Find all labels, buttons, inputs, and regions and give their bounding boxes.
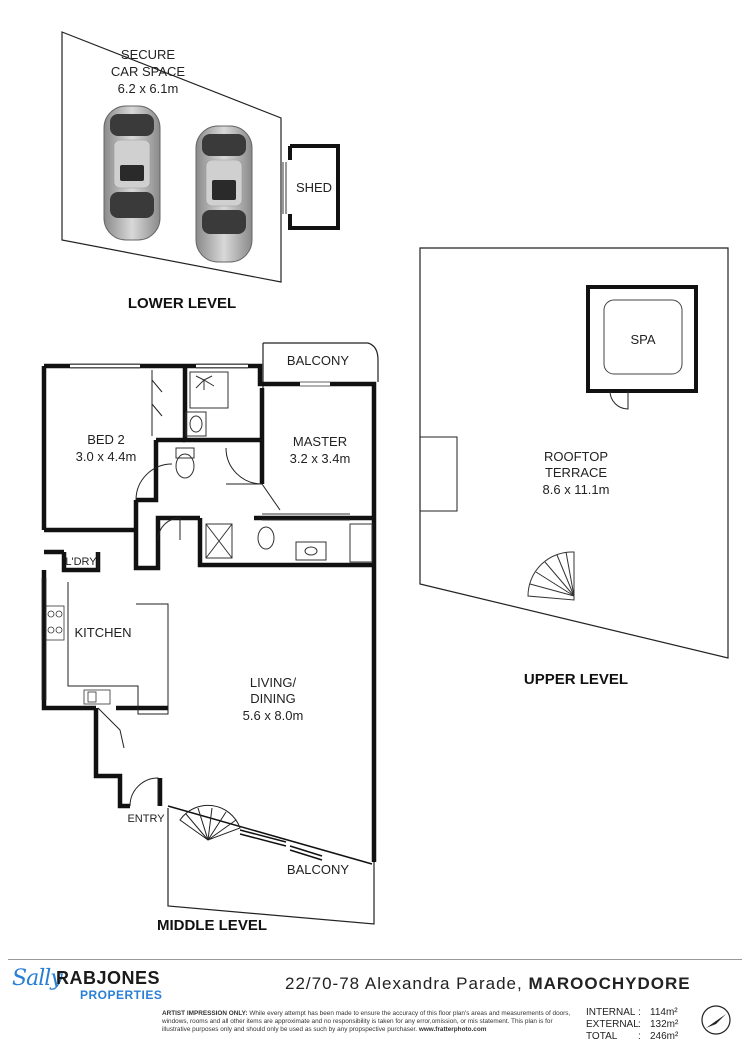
terrace-label: ROOFTOP <box>544 449 608 464</box>
website: www.fratterphoto.com <box>418 1026 487 1033</box>
lower-level-title: LOWER LEVEL <box>128 295 236 312</box>
car-space-outline <box>61 31 282 283</box>
master-size: 3.2 x 3.4m <box>290 451 351 466</box>
terrace-label-2: TERRACE <box>545 465 607 480</box>
balcony-top-label: BALCONY <box>287 353 349 368</box>
car-icon <box>195 125 253 263</box>
balcony-sliding-door <box>167 805 373 865</box>
area-row: TOTAL: 246m² <box>586 1031 679 1042</box>
car-space-label-2: CAR SPACE <box>111 64 185 79</box>
shed-label: SHED <box>296 180 332 195</box>
entry-label: ENTRY <box>127 813 165 825</box>
kitchen-island <box>67 582 169 715</box>
window-lines <box>70 363 330 387</box>
car-icon <box>103 105 161 241</box>
suburb: MAROOCHYDORE <box>528 974 691 993</box>
balcony-top-outline <box>262 342 379 388</box>
car-space-size: 6.2 x 6.1m <box>118 81 179 96</box>
upper-level: SPA ROOFTOP TERRACE 8.6 x 11.1m UPPER LE… <box>419 247 729 688</box>
bathroom-fixtures <box>175 371 373 563</box>
cooktop-icon <box>45 605 65 641</box>
area-row: INTERNAL: 114m² <box>586 1007 678 1018</box>
balcony-bottom-label: BALCONY <box>287 862 349 877</box>
car-space-label: SECURE <box>121 47 176 62</box>
sliding-door <box>41 513 350 640</box>
upper-level-title: UPPER LEVEL <box>524 671 628 688</box>
disclaimer-lead: ARTIST IMPRESSION ONLY: <box>162 1010 248 1017</box>
door-swings <box>97 370 281 807</box>
living-label: LIVING/ <box>250 675 297 690</box>
living-label-2: DINING <box>250 691 296 706</box>
living-size: 5.6 x 8.0m <box>243 708 304 723</box>
logo-name: RABJONES <box>56 968 161 988</box>
area-row: EXTERNAL: 132m² <box>586 1019 679 1030</box>
property-address: 22/70-78 Alexandra Parade, MAROOCHYDORE <box>285 974 691 994</box>
footer-divider <box>8 959 742 960</box>
logo-sub: PROPERTIES <box>80 988 163 1002</box>
bed2-size: 3.0 x 4.4m <box>76 449 137 464</box>
master-label: MASTER <box>293 434 347 449</box>
kitchen-label: KITCHEN <box>74 625 131 640</box>
walls <box>41 363 377 862</box>
middle-level-title: MIDDLE LEVEL <box>157 917 267 934</box>
area-summary: INTERNAL: 114m² EXTERNAL: 132m² TOTAL: 2… <box>586 1007 696 1043</box>
street-address: 22/70-78 Alexandra Parade, <box>285 974 523 993</box>
terrace-size: 8.6 x 11.1m <box>543 482 610 497</box>
north-arrow-icon <box>701 1005 731 1035</box>
bed2-label: BED 2 <box>87 432 125 447</box>
disclaimer: ARTIST IMPRESSION ONLY: While every atte… <box>162 1010 582 1034</box>
spa-label: SPA <box>630 332 655 347</box>
laundry-label: L'DRY <box>65 556 97 568</box>
shed-outline <box>288 144 340 230</box>
balcony-bottom-outline <box>167 808 375 925</box>
logo-script: Sally <box>12 966 63 991</box>
spiral-stair-icon <box>527 551 575 601</box>
lower-level: SECURE CAR SPACE 6.2 x 6.1m SHED LOWER L… <box>61 31 340 312</box>
spiral-stair-icon <box>179 804 241 841</box>
middle-level: BALCONY <box>41 342 379 934</box>
sink-icon <box>83 689 111 705</box>
disclaimer-text: While every attempt has been made to ens… <box>162 1010 571 1033</box>
floor-plan: SECURE CAR SPACE 6.2 x 6.1m SHED LOWER L… <box>41 31 729 934</box>
spa-outline <box>586 285 698 393</box>
brand-logo: Sally RABJONES PROPERTIES <box>12 966 162 1006</box>
